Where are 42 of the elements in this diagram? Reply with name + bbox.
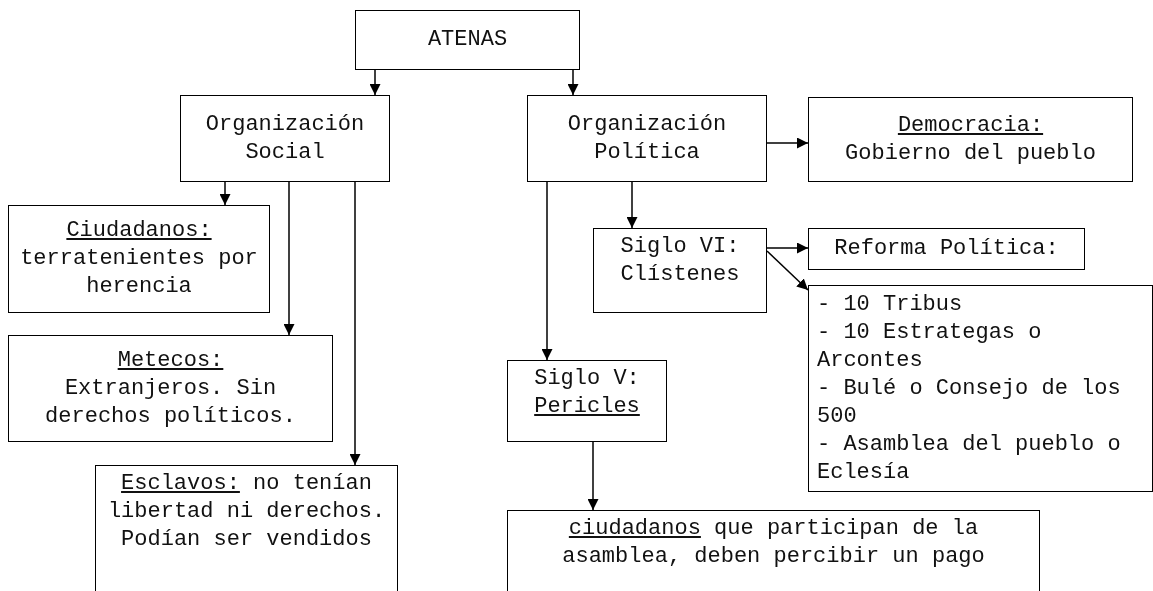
arrow — [766, 242, 809, 254]
list-item: - 10 Tribus — [817, 290, 963, 319]
arrow — [283, 181, 295, 336]
list-item: - Asamblea del pueblo o Eclesía — [817, 430, 1122, 487]
concept-text: Ciudadanos: — [65, 217, 213, 245]
arrow — [349, 181, 361, 466]
concept-box — [355, 10, 580, 70]
arrow — [567, 69, 579, 96]
arrow — [766, 137, 809, 149]
concept-text: ciudadanos que participan de la asamblea, deben percibir un pago — [561, 515, 986, 571]
arrow — [369, 69, 381, 96]
concept-box — [507, 360, 667, 442]
concept-text: terratenientes por herencia — [19, 245, 259, 301]
concept-text: ATENAS — [426, 26, 509, 54]
concept-box — [8, 205, 270, 313]
arrow — [626, 181, 638, 229]
concept-text: Metecos: — [116, 346, 225, 375]
concept-text: Democracia: — [896, 111, 1045, 140]
arrow — [587, 441, 599, 511]
concept-text: Organización Social — [204, 110, 366, 167]
concept-box — [95, 465, 398, 591]
concept-box — [808, 285, 1153, 492]
concept-text: Siglo VI: Clístenes — [619, 233, 741, 289]
concept-text: Esclavos: no tenían libertad ni derechos. Podían ser vendidos — [106, 470, 387, 554]
concept-text: Siglo V: — [533, 365, 641, 393]
concept-text: Organización Política — [566, 110, 728, 167]
concept-text: Gobierno del pueblo — [844, 139, 1097, 168]
arrow — [219, 181, 231, 206]
concept-box — [808, 228, 1085, 270]
concept-box — [180, 95, 390, 182]
concept-text: Extranjeros. Sin derechos políticos. — [44, 374, 297, 431]
concept-text: Pericles — [533, 393, 641, 421]
arrow — [766, 250, 809, 291]
concept-box — [527, 95, 767, 182]
concept-box — [8, 335, 333, 442]
arrow — [541, 181, 553, 361]
concept-box — [593, 228, 767, 313]
concept-box — [808, 97, 1133, 182]
list-item: - Bulé o Consejo de los 500 — [817, 374, 1122, 431]
concept-box — [507, 510, 1040, 591]
concept-text: Reforma Política: — [833, 235, 1060, 263]
list-item: - 10 Estrategas o Arcontes — [817, 318, 1043, 375]
